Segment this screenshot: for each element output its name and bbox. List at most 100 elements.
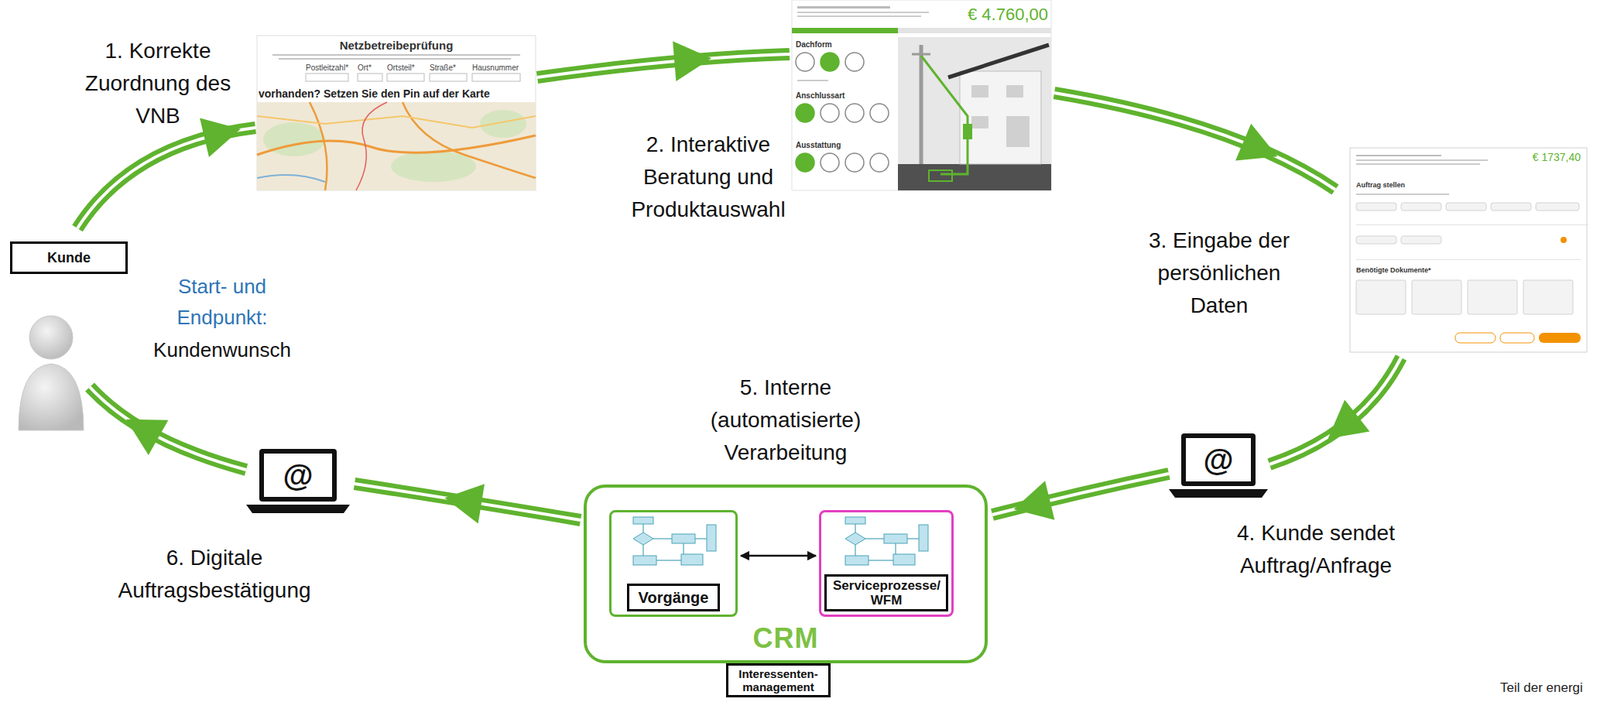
form-field-label: Postleitzahl* <box>305 63 354 73</box>
screenshot-grid-check <box>256 116 536 128</box>
flow-band <box>77 127 256 229</box>
screenshot-order-form <box>1356 154 1442 157</box>
screenshot-configurator <box>897 27 1052 34</box>
form-field-label: Ortsteil* <box>387 63 426 73</box>
screenshot-order-form <box>1356 236 1397 244</box>
screenshot-order-form <box>1356 224 1589 226</box>
laptop-icon <box>259 448 337 502</box>
flowchart-thumbnail <box>633 517 929 566</box>
double-arrow-connector <box>740 555 816 558</box>
screenshot-configurator <box>797 6 891 9</box>
screenshot-grid-check <box>256 174 326 182</box>
node-text: CRM <box>753 623 819 655</box>
screenshot-grid-check <box>263 122 326 157</box>
flow-band-gap <box>1054 92 1336 190</box>
screenshot-configurator <box>971 85 989 98</box>
screenshot-order-form <box>1349 147 1589 353</box>
step-label: 5. Interne (automatisierte) Verarbeitung <box>696 371 875 470</box>
screenshot-order-form <box>1490 202 1532 211</box>
screenshot-order-form <box>1538 332 1581 343</box>
screenshot-configurator <box>948 44 1049 78</box>
step-label: 1. Korrekte Zuordnung des VNB <box>80 34 236 133</box>
screenshot-grid-check <box>479 109 527 138</box>
person-icon <box>18 315 84 431</box>
screenshot-configurator <box>845 103 864 123</box>
process-box: Vorgänge <box>609 510 738 617</box>
screenshot-configurator <box>795 52 815 72</box>
screenshot-configurator <box>911 53 931 56</box>
laptop-icon <box>263 453 333 497</box>
start-end-label: Start- und Endpunkt: <box>144 270 300 333</box>
laptop-icon <box>246 448 350 514</box>
screenshot-configurator <box>795 153 815 172</box>
flow-arrowhead <box>1014 480 1056 521</box>
start-end-label: Kundenwunsch <box>144 334 300 366</box>
screenshot-grid-check <box>256 35 536 191</box>
laptop-icon <box>246 504 350 514</box>
screenshot-configurator <box>919 44 924 165</box>
screenshot-configurator <box>897 37 1052 191</box>
price-display: € 1737,40 <box>1493 150 1581 165</box>
screenshot-grid-check <box>305 73 349 82</box>
brand-footer: Teil der energi <box>1500 679 1597 697</box>
screenshot-configurator <box>971 116 989 129</box>
laptop-icon <box>1185 438 1251 482</box>
laptop-icon <box>1168 433 1268 498</box>
flow-band-gap <box>537 54 790 78</box>
form-field-label: Straße* <box>429 63 469 73</box>
screenshot-grid-check <box>402 102 536 179</box>
node-text: Serviceprozesse/ WFM <box>824 574 949 612</box>
screenshot-configurator <box>820 52 840 72</box>
screenshot-configurator <box>845 153 864 172</box>
flow-band <box>1054 92 1336 190</box>
flowchart-thumbnail <box>845 517 929 566</box>
flow-arrowhead <box>126 419 169 456</box>
flow-arrowhead <box>199 117 241 158</box>
screenshot-grid-check <box>278 58 511 60</box>
flow-arrowhead <box>672 41 712 82</box>
flow-band <box>1269 357 1402 465</box>
screenshot-order-form <box>1455 332 1496 343</box>
screenshot-grid-check <box>472 73 521 82</box>
person-icon <box>18 363 84 431</box>
form-heading: Benötigte Dokumente* <box>1356 266 1473 275</box>
screenshot-configurator <box>797 79 829 82</box>
customer-box: Kunde <box>10 241 128 275</box>
screenshot-configurator <box>897 164 1052 191</box>
screenshot-configurator <box>820 103 840 123</box>
option-label: Anschlussart <box>795 91 866 101</box>
email-symbol: @ <box>1195 441 1242 479</box>
form-heading: Auftrag stellen <box>1356 181 1442 190</box>
screenshot-order-form <box>1445 202 1487 211</box>
screenshot-configurator <box>795 103 815 123</box>
screenshot-grid-check <box>256 135 536 155</box>
screenshot-grid-check <box>429 73 467 82</box>
flow-band <box>537 54 790 78</box>
flow-band <box>89 387 247 470</box>
screenshot-order-form <box>1356 280 1406 315</box>
email-symbol: @ <box>274 456 322 494</box>
screenshot-configurator <box>791 27 898 34</box>
screenshot-order-form <box>1401 202 1442 211</box>
screenshot-grid-check <box>356 102 388 191</box>
crm-system-box: VorgängeServiceprozesse/ WFMInteressente… <box>583 484 988 664</box>
screenshot-configurator <box>921 55 968 175</box>
step-label: 2. Interaktive Beratung und Produktauswa… <box>623 128 794 227</box>
screenshot-configurator <box>870 103 889 123</box>
screenshot-order-form <box>1356 259 1581 261</box>
flow-arrowhead <box>445 483 486 524</box>
flow-band-gap <box>1269 357 1402 465</box>
screenshot-configurator <box>820 153 840 172</box>
laptop-icon <box>1168 489 1268 498</box>
screenshot-configurator <box>870 153 889 172</box>
screenshot-configurator <box>845 52 864 72</box>
step-label: 6. Digitale Auftragsbestätigung <box>109 541 319 607</box>
screenshot-configurator <box>959 71 1042 165</box>
map-hint: vorhanden? Setzen Sie den Pin auf der Ka… <box>258 87 535 101</box>
flow-arrowhead <box>1328 400 1371 439</box>
price-display: € 4.760,00 <box>945 4 1049 25</box>
flow-band-group <box>77 54 1402 521</box>
screenshot-order-form <box>1356 159 1488 162</box>
node-text: Interessenten-management <box>732 667 825 694</box>
screenshot-configurator <box>928 170 953 182</box>
